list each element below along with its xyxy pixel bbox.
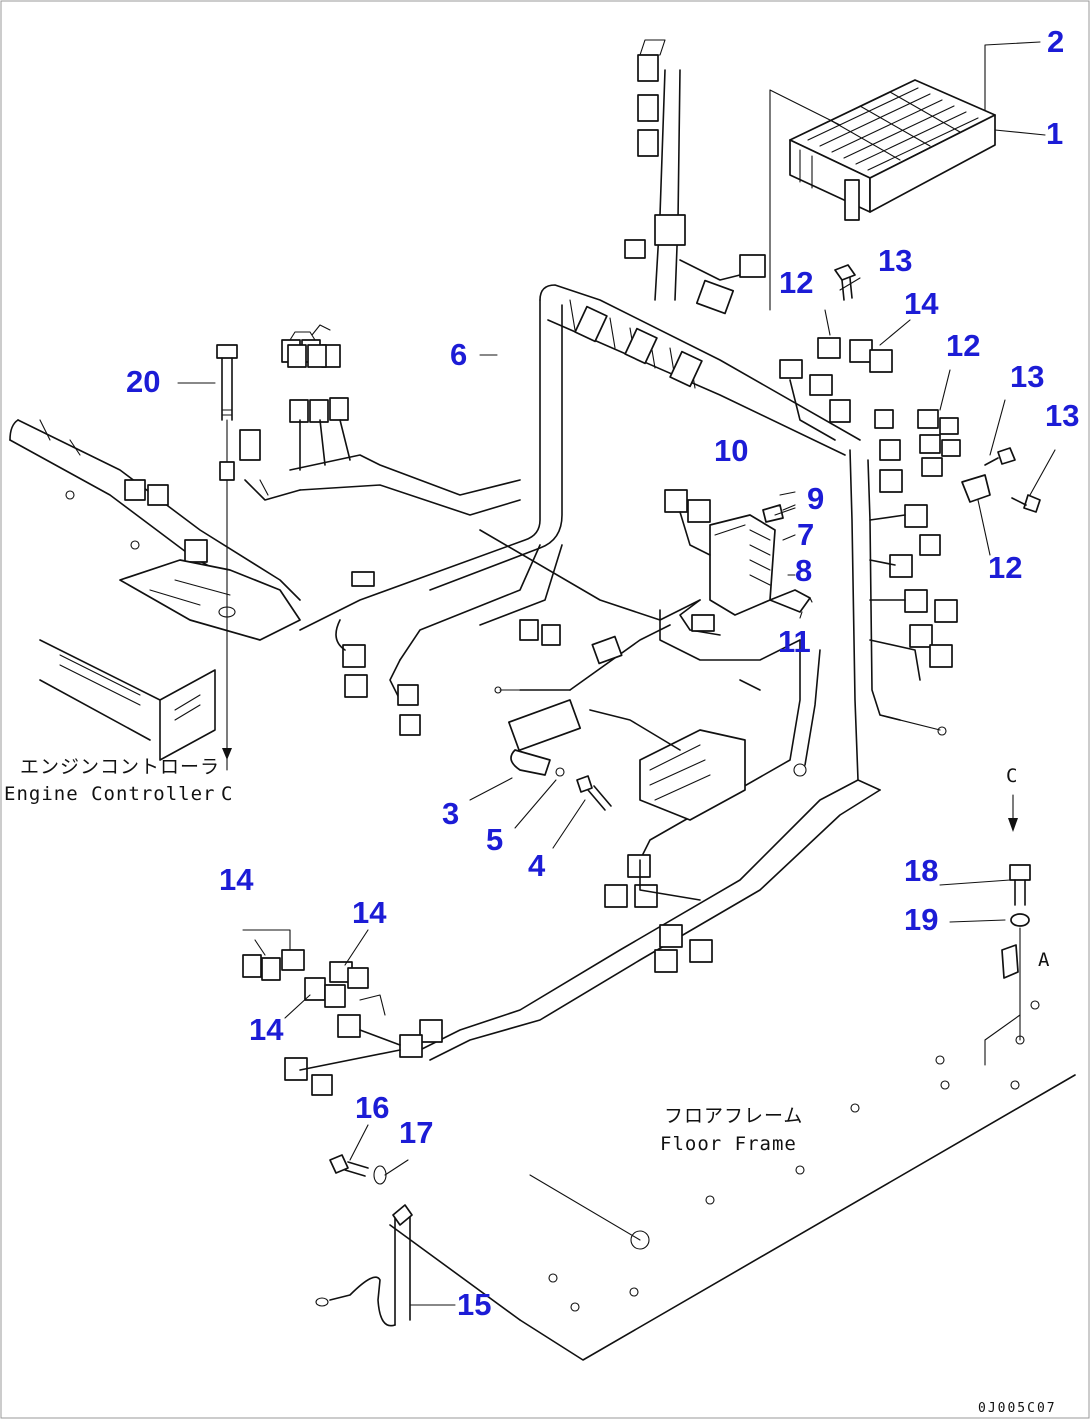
callout-11: 11	[778, 624, 811, 659]
floor-frame-label-en: Floor Frame	[660, 1133, 797, 1155]
engine-controller-label-jp: エンジンコントローラ	[20, 756, 220, 778]
callout-14d: 14	[249, 1012, 284, 1047]
callout-5: 5	[486, 822, 503, 857]
callout-9: 9	[807, 481, 824, 516]
engine-controller-label-en: Engine Controller	[4, 783, 215, 805]
bracket-and-bolt	[510, 749, 612, 811]
bolt-20	[216, 344, 238, 771]
callout-12c: 12	[988, 550, 1022, 585]
callout-17: 17	[399, 1115, 433, 1150]
floor-frame	[389, 1000, 1076, 1361]
callout-13c: 13	[1045, 398, 1079, 433]
annotations: エンジンコントローラ Engine Controller フロアフレーム Flo…	[4, 756, 1057, 1416]
main-harness	[239, 39, 958, 1096]
ground-strap	[315, 1154, 413, 1327]
callout-12b: 12	[946, 328, 980, 363]
callout-13a: 13	[878, 243, 912, 278]
callouts: 1 2 3 4 5 6 7 8 9 10 11 12 12 12 13 13 1…	[126, 24, 1079, 1322]
callout-16: 16	[355, 1090, 389, 1125]
callout-2: 2	[1047, 24, 1064, 59]
ref-a: A	[1038, 949, 1050, 971]
callout-14b: 14	[219, 862, 254, 897]
floor-frame-label-jp: フロアフレーム	[664, 1105, 803, 1127]
callout-14a: 14	[904, 286, 939, 321]
bolt-18-assembly	[1001, 794, 1031, 1041]
callout-10: 10	[714, 433, 748, 468]
left-harness	[9, 419, 301, 761]
callout-15: 15	[457, 1287, 491, 1322]
callout-1: 1	[1046, 116, 1063, 151]
ref-c-left: C	[221, 783, 233, 805]
callout-4: 4	[528, 848, 546, 883]
leader-lines	[177, 41, 1056, 1306]
ref-c-right: C	[1006, 765, 1018, 787]
callout-8: 8	[795, 553, 812, 588]
callout-14c: 14	[352, 895, 387, 930]
callout-13b: 13	[1010, 359, 1044, 394]
controller-box	[769, 79, 996, 311]
clips-and-screws	[817, 264, 1041, 513]
drawing-code: 0J005C07	[978, 1401, 1057, 1416]
relay-set	[287, 324, 331, 368]
fuse-box	[664, 489, 813, 636]
callout-7: 7	[797, 517, 814, 552]
callout-20: 20	[126, 364, 160, 399]
callout-3: 3	[442, 796, 459, 831]
callout-6: 6	[450, 337, 467, 372]
connector-set-14	[242, 929, 369, 1008]
callout-12a: 12	[779, 265, 813, 300]
callout-19: 19	[904, 902, 938, 937]
callout-18: 18	[904, 853, 938, 888]
